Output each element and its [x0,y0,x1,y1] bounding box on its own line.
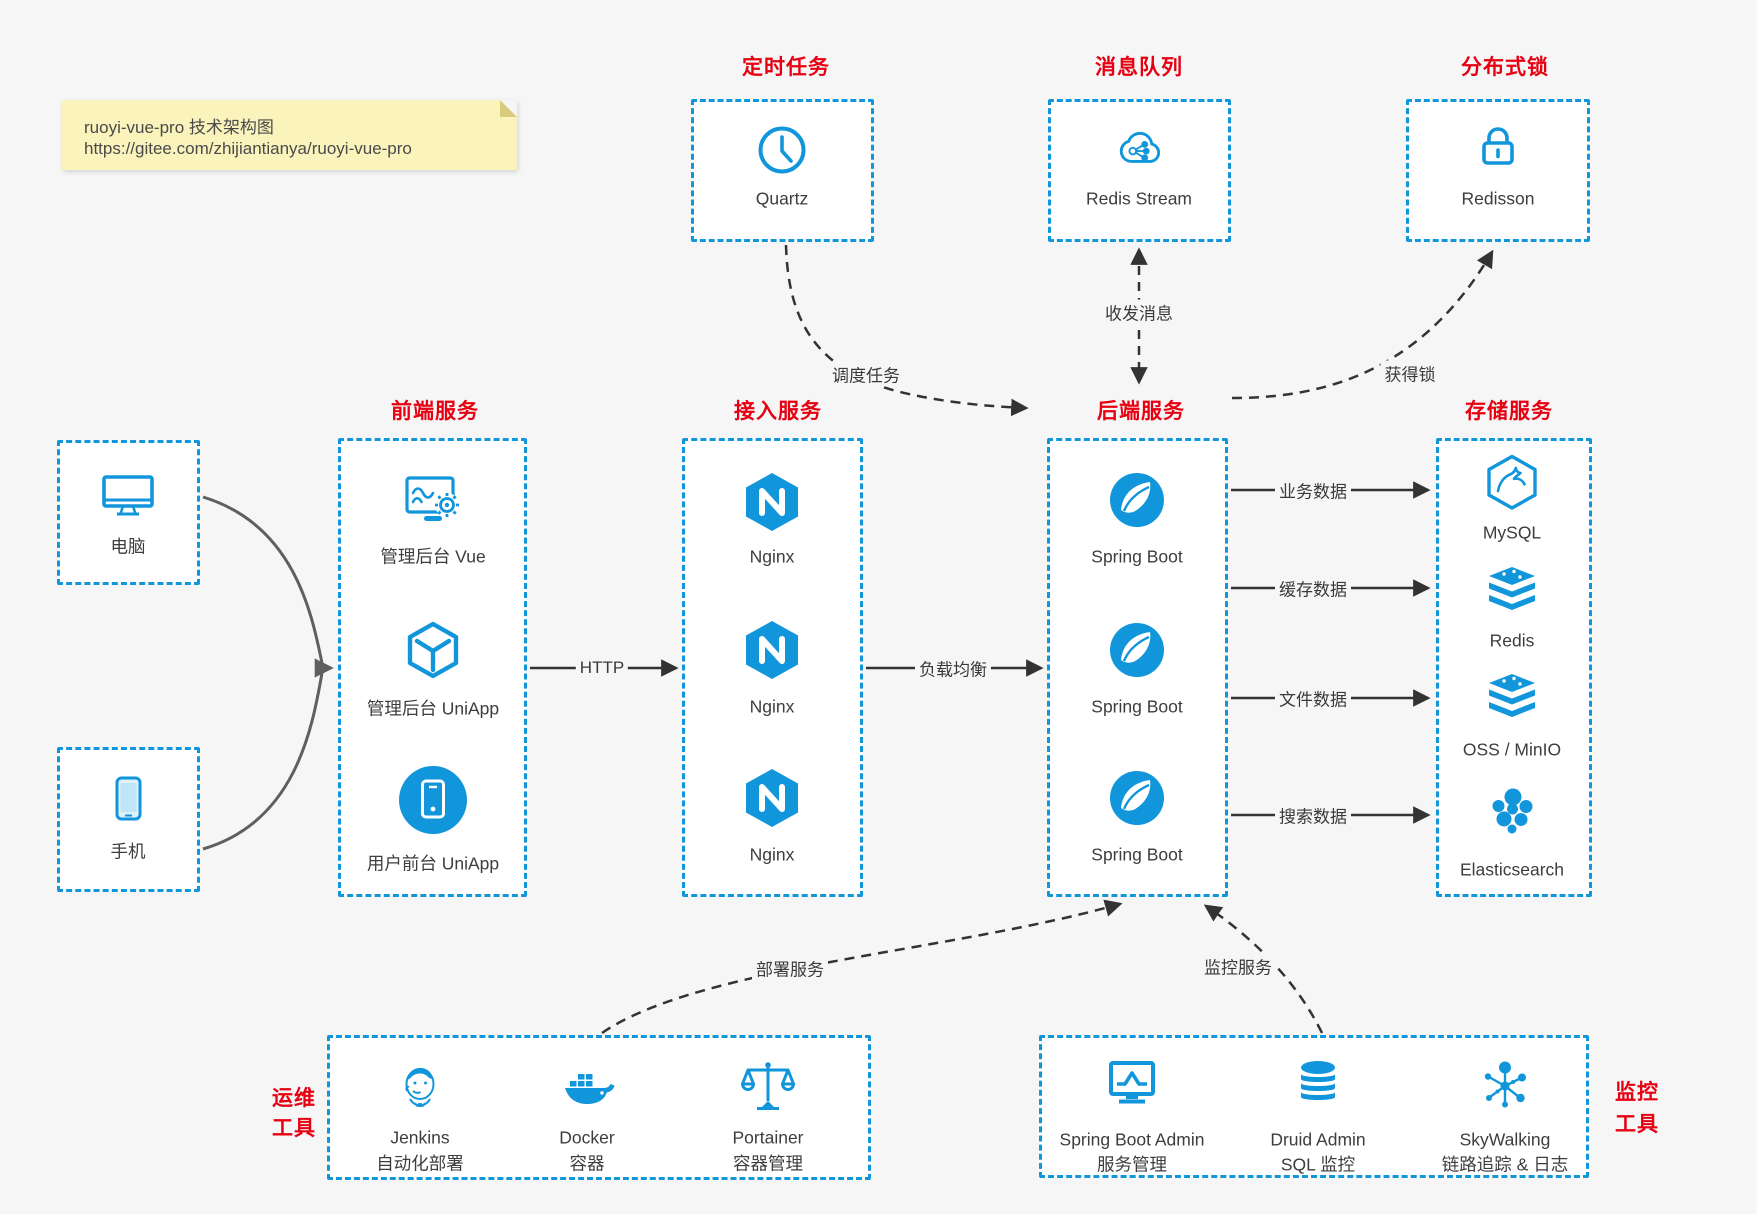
portainer-icon [739,1057,797,1115]
portainer-name: Portainer [732,1127,804,1148]
desktop-icon [97,465,159,527]
sticky-note: ruoyi-vue-pro 技术架构图 https://gitee.com/zh… [62,100,517,170]
clock-icon [755,123,809,177]
title-frontend: 前端服务 [391,400,479,423]
title-gateway: 接入服务 [734,400,822,423]
skywalking-name: SkyWalking [1459,1129,1551,1150]
mobile-icon [100,771,156,827]
jenkins-desc: 自动化部署 [376,1153,464,1174]
title-scheduler: 定时任务 [742,56,830,79]
admin-vue-label: 管理后台 Vue [380,546,486,567]
mysql-label: MySQL [1482,522,1542,543]
note-title: ruoyi-vue-pro 技术架构图 [84,118,274,137]
edge-label-cache-data: 缓存数据 [1275,575,1351,601]
spring-boot-label: Spring Boot [1091,844,1183,865]
elasticsearch-icon [1484,784,1540,840]
title-devops-line1: 运维 [272,1087,316,1110]
mysql-icon [1483,453,1541,511]
monitor-chart-icon [1103,1055,1161,1113]
admin-uniapp-label: 管理后台 UniApp [366,698,500,719]
edge-label-http: HTTP [575,658,629,678]
topology-icon [1476,1057,1534,1115]
note-url: https://gitee.com/zhijiantianya/ruoyi-vu… [84,139,412,158]
phone-circle-icon [396,763,470,837]
box-monitor-tools [1039,1035,1589,1178]
spring-icon [1105,468,1169,532]
druid-admin-desc: SQL 监控 [1280,1154,1356,1175]
title-distributed-lock: 分布式锁 [1461,56,1549,79]
quartz-label: Quartz [755,188,809,209]
nginx-label: Nginx [749,844,795,865]
jenkins-icon [391,1057,449,1115]
docker-desc: 容器 [569,1153,605,1174]
nginx-icon [740,766,804,830]
client-desktop-label: 电脑 [110,536,146,557]
title-backend: 后端服务 [1097,400,1185,423]
docker-icon [558,1057,616,1115]
edge-mobile-to-frontend [202,672,324,851]
spring-boot-admin-name: Spring Boot Admin [1059,1129,1205,1150]
jenkins-name: Jenkins [390,1127,450,1148]
edge-schedule-task [784,244,1029,417]
spring-icon [1105,618,1169,682]
admin-vue-icon [400,469,466,535]
client-mobile-label: 手机 [110,841,146,862]
box-distributed-lock [1406,99,1590,242]
title-storage: 存储服务 [1465,400,1553,423]
edge-label-deploy-service: 部署服务 [752,955,828,981]
cloud-stream-icon [1110,119,1168,177]
database-icon [1289,1055,1347,1113]
docker-name: Docker [559,1127,615,1148]
edge-label-file-data: 文件数据 [1275,685,1351,711]
nginx-icon [740,618,804,682]
nginx-label: Nginx [749,696,795,717]
edge-label-acquire-lock: 获得锁 [1380,360,1440,386]
edge-label-business-data: 业务数据 [1275,477,1351,503]
lock-icon [1472,121,1524,173]
edge-deploy-service [601,899,1123,1035]
skywalking-desc: 链路追踪 & 日志 [1441,1154,1569,1175]
redis-stack-icon [1484,562,1540,618]
cube-icon [400,617,466,683]
box-message-queue [1048,99,1231,242]
title-monitor-line2: 工具 [1615,1113,1659,1136]
spring-boot-label: Spring Boot [1091,696,1183,717]
redis-label: Redis [1489,630,1535,651]
redisson-label: Redisson [1461,188,1535,209]
oss-minio-label: OSS / MinIO [1462,739,1562,760]
edge-label-send-receive-message: 收发消息 [1101,299,1177,325]
oss-stack-icon [1484,669,1540,725]
nginx-label: Nginx [749,546,795,567]
user-uniapp-label: 用户前台 UniApp [366,853,500,874]
edge-label-load-balance: 负载均衡 [915,655,991,681]
elasticsearch-label: Elasticsearch [1459,859,1565,880]
spring-boot-label: Spring Boot [1091,546,1183,567]
druid-admin-name: Druid Admin [1270,1129,1366,1150]
edge-desktop-to-frontend [202,495,324,664]
spring-icon [1105,766,1169,830]
box-devops-tools [327,1035,871,1180]
box-storage [1436,438,1592,897]
edge-label-monitor-service: 监控服务 [1200,953,1276,979]
nginx-icon [740,470,804,534]
redis-stream-label: Redis Stream [1085,188,1193,209]
edge-acquire-lock [1231,249,1494,400]
spring-boot-admin-desc: 服务管理 [1097,1154,1167,1175]
portainer-desc: 容器管理 [733,1153,803,1174]
title-devops-line2: 工具 [272,1117,316,1140]
title-monitor-line1: 监控 [1615,1081,1659,1104]
title-message-queue: 消息队列 [1095,56,1183,79]
edge-label-search-data: 搜索数据 [1275,802,1351,828]
edge-label-schedule-task: 调度任务 [828,361,904,387]
